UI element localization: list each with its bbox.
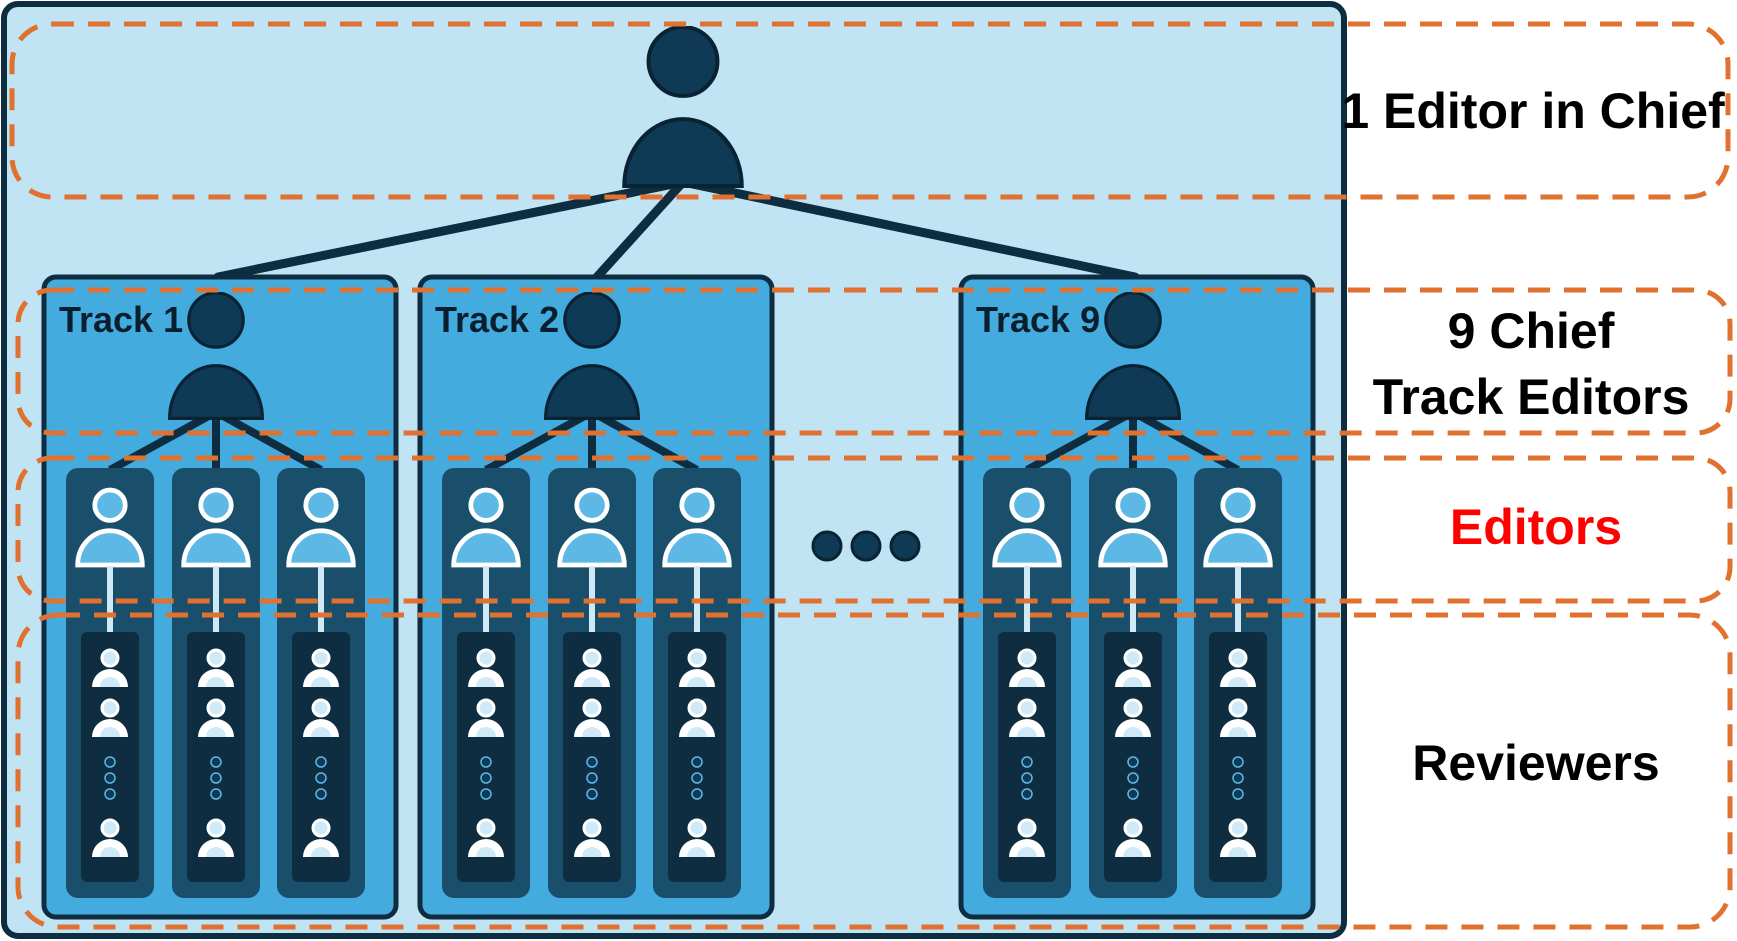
reviewers-label: Reviewers (1412, 735, 1659, 791)
track-panel: Track 2 (417, 274, 775, 920)
editor-column (548, 468, 636, 898)
reviewer-ellipsis-icon (315, 756, 327, 800)
editor-column (1194, 468, 1282, 898)
editor-column (653, 468, 741, 898)
track-editors-label-line2: Track Editors (1373, 369, 1690, 425)
track-panel: Track 1 (41, 274, 399, 920)
track-editors-label-line1: 9 Chief (1448, 303, 1615, 359)
reviewer-ellipsis-icon (480, 756, 492, 800)
track-label: Track 9 (976, 299, 1100, 340)
reviewer-ellipsis-icon (586, 756, 598, 800)
track-panel: Track 9 (958, 274, 1316, 920)
tier-box-reviewers (15, 612, 1733, 930)
editor-column (1089, 468, 1177, 898)
reviewer-ellipsis-icon (104, 756, 116, 800)
reviewer-ellipsis-icon (210, 756, 222, 800)
editor-in-chief-label: 1 Editor in Chief (1341, 83, 1725, 139)
track-label: Track 1 (59, 299, 183, 340)
editor-column (983, 468, 1071, 898)
editor-column (277, 468, 365, 898)
track-label: Track 2 (435, 299, 559, 340)
reviewer-ellipsis-icon (691, 756, 703, 800)
tier-box-track-editors (15, 287, 1733, 436)
editors-label: Editors (1450, 499, 1622, 555)
ellipsis-dots-icon (811, 530, 921, 562)
tier-box-editors (15, 455, 1733, 604)
editor-column (172, 468, 260, 898)
tracks: Track 1 Track 2 Track 9 (41, 274, 1316, 920)
reviewer-ellipsis-icon (1232, 756, 1244, 800)
editor-column (66, 468, 154, 898)
reviewer-ellipsis-icon (1127, 756, 1139, 800)
editor-column (442, 468, 530, 898)
tier-box-editor-in-chief (9, 21, 1731, 200)
reviewer-ellipsis-icon (1021, 756, 1033, 800)
